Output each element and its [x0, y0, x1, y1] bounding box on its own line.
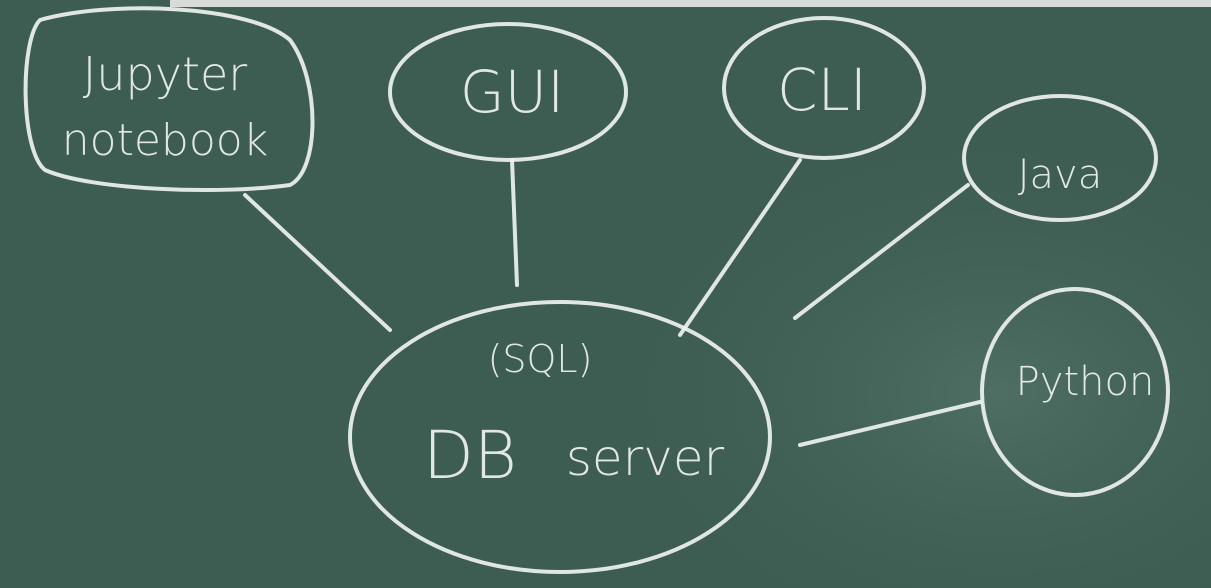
- connector-python: [798, 400, 982, 447]
- connector-jupyter: [243, 193, 392, 332]
- label-db: DB: [423, 417, 517, 494]
- node-python: Python: [980, 287, 1170, 497]
- node-jupyter: Jupyter notebook: [23, 6, 315, 192]
- connector-cli: [678, 158, 802, 337]
- label-server: server: [566, 429, 725, 487]
- node-db-server: (SQL) DB server: [348, 300, 772, 574]
- node-java: Java: [962, 94, 1158, 222]
- eraser-smudge: [500, 100, 1211, 588]
- node-gui: GUI: [388, 22, 628, 162]
- label-sql: (SQL): [488, 337, 593, 381]
- label-notebook: notebook: [62, 115, 268, 166]
- label-jupyter: Jupyter: [83, 47, 247, 101]
- board-frame: [170, 0, 1211, 7]
- label-python: Python: [1016, 359, 1155, 405]
- label-java: Java: [1018, 152, 1103, 198]
- label-cli: CLI: [777, 56, 867, 124]
- connector-gui: [510, 158, 519, 287]
- label-gui: GUI: [460, 58, 565, 126]
- node-cli: CLI: [722, 16, 926, 160]
- connector-java: [793, 183, 970, 320]
